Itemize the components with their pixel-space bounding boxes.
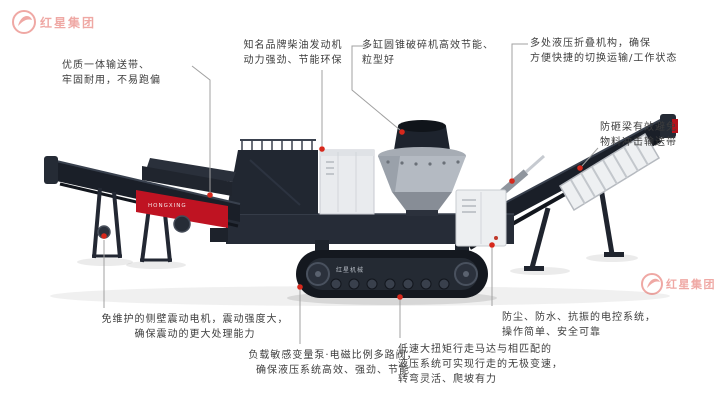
annotation-line: 转弯灵活、爬坡有力 (398, 374, 497, 385)
annotation-line: 知名品牌柴油发动机 (243, 40, 343, 51)
annotation-line: 确保震动的更大处理能力 (134, 329, 256, 340)
annotation-vibration-motor: 免维护的侧壁震动电机，震动强度大， 确保震动的更大处理能力 (95, 312, 295, 342)
annotation-conveyor-belt: 优质一体输送带、 牢固耐用，不易跑偏 (62, 58, 161, 88)
leader-anti-smash-beam (581, 147, 599, 167)
brand-label: HONGXING (148, 203, 187, 209)
annotation-line: 低速大扭矩行走马达与相匹配的 (398, 344, 552, 355)
annotation-line: 物料冲击输送带 (600, 137, 677, 148)
leader-lines (103, 43, 599, 344)
annotation-line: 多处液压折叠机构，确保 (530, 38, 651, 49)
annotation-anti-smash-beam: 防砸梁有效避免 物料冲击输送带 (600, 120, 677, 150)
watermark-bottom-right: 红星集团 (641, 273, 716, 295)
annotation-line: 液压系统可实现行走的无极变速， (398, 359, 563, 370)
track-brand-label: 红星机械 (336, 266, 364, 274)
leader-hydraulic-folding (511, 43, 528, 178)
annotation-hydraulic-pump: 负载敏感变量泵·电磁比例多路阀， 确保液压系统高效、强劲、节能 (243, 348, 423, 378)
brand-logo-icon (641, 273, 663, 295)
annotation-line: 防尘、防水、抗振的电控系统， (502, 312, 656, 323)
head-pulley (44, 156, 58, 184)
annotation-line: 粒型好 (362, 55, 395, 66)
annotation-line: 确保液压系统高效、强劲、节能 (256, 365, 410, 376)
annotation-line: 防砸梁有效避免 (600, 122, 677, 133)
engine-cabinet (319, 149, 375, 215)
crawler-track: 红星机械 (296, 250, 488, 298)
feeder-hopper: HONGXING (136, 158, 236, 242)
brand-panel (136, 190, 228, 228)
annotation-cone-crusher: 多缸圆锥破碎机高效节能、 粒型好 (362, 38, 494, 68)
watermark-brand-text: 红星集团 (40, 15, 96, 30)
cone-crusher-unit (378, 120, 466, 216)
annotation-electric-control: 防尘、防水、抗振的电控系统， 操作简单、安全可靠 (502, 310, 656, 340)
brand-logo-icon (12, 10, 36, 34)
annotation-line: 方便快捷的切换运输/工作状态 (530, 53, 678, 64)
annotation-travel-motor: 低速大扭矩行走马达与相匹配的 液压系统可实现行走的无极变速， 转弯灵活、爬坡有力 (398, 342, 563, 387)
annotation-diesel-engine: 知名品牌柴油发动机 动力强劲、节能环保 (228, 38, 358, 68)
annotation-line: 动力强劲、节能环保 (243, 55, 343, 66)
leader-conveyor-belt (191, 65, 211, 192)
annotation-line: 牢固耐用，不易跑偏 (62, 75, 161, 86)
annotation-line: 负载敏感变量泵·电磁比例多路阀， (248, 350, 418, 361)
annotation-hydraulic-folding: 多处液压折叠机构，确保 方便快捷的切换运输/工作状态 (530, 36, 677, 66)
vibrator-motor (173, 215, 191, 233)
annotation-line: 多缸圆锥破碎机高效节能、 (362, 40, 494, 51)
leader-cone-crusher (351, 45, 401, 131)
watermark-brand-text: 红星集团 (666, 277, 716, 291)
anti-smash-beam-panel (558, 132, 661, 212)
annotation-line: 操作简单、安全可靠 (502, 327, 601, 338)
watermark-top-left: 红星集团 (12, 10, 96, 34)
engine-structure (226, 139, 318, 214)
annotation-line: 优质一体输送带、 (62, 60, 150, 71)
annotation-line: 免维护的侧壁震动电机，震动强度大， (101, 314, 289, 325)
electric-control-cabinet (455, 189, 507, 247)
leader-markers (101, 129, 583, 300)
